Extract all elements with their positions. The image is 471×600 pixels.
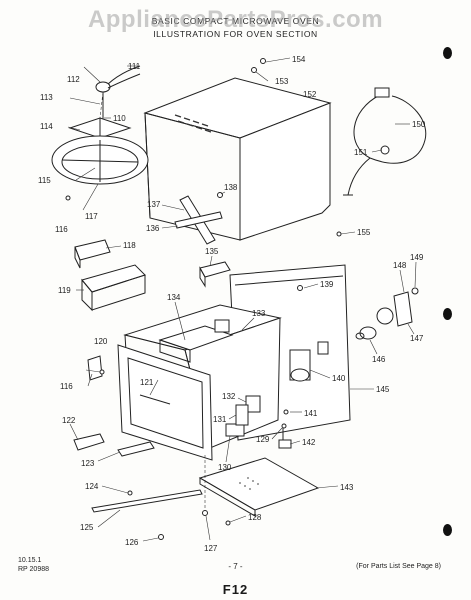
cord-strain-relief [380, 145, 390, 155]
binder-hole-top [443, 47, 452, 59]
binder-hole-bottom [443, 524, 452, 536]
document-code-line1: 10.15.1 [18, 557, 42, 564]
callout-140: 140 [332, 374, 346, 383]
diagram-subtitle: ILLUSTRATION FOR OVEN SECTION [153, 29, 318, 39]
hinge-bracket [73, 433, 105, 451]
binder-hole-middle [443, 308, 452, 320]
callout-145: 145 [376, 385, 390, 394]
page-number: - 7 - [228, 562, 243, 571]
callout-127: 127 [204, 544, 218, 553]
callout-139: 139 [320, 280, 334, 289]
callout-110: 110 [113, 114, 126, 123]
callout-129: 129 [256, 435, 270, 444]
magnetron-assembly [158, 319, 234, 363]
callout-130: 130 [218, 463, 232, 472]
power-cord [343, 87, 427, 196]
callout-118: 118 [123, 241, 136, 250]
callout-131: 131 [213, 415, 227, 424]
parts-list-note: (For Parts List See Page 8) [356, 563, 441, 570]
callout-147: 147 [410, 334, 424, 343]
callout-151: 151 [354, 148, 368, 157]
callout-119: 119 [58, 286, 71, 295]
callout-132: 132 [222, 392, 236, 401]
callout-120: 120 [94, 337, 108, 346]
high-voltage-component [289, 341, 329, 382]
insulation-block [199, 261, 231, 288]
callout-116-mid: 116 [60, 382, 73, 391]
leader-lines [67, 57, 417, 542]
latch-plate [87, 355, 103, 381]
stirrer-cover [51, 135, 149, 185]
callout-149: 149 [410, 253, 424, 262]
callout-125: 125 [80, 523, 94, 532]
callout-133: 133 [252, 309, 266, 318]
callout-114: 114 [40, 122, 53, 131]
callout-122: 122 [62, 416, 76, 425]
cord-clamp [376, 307, 394, 325]
callout-137: 137 [147, 200, 161, 209]
absorber-small [74, 239, 111, 269]
callout-128: 128 [248, 513, 262, 522]
callout-141: 141 [304, 409, 318, 418]
document-code-line2: RP 20988 [18, 566, 50, 573]
support-bracket [174, 195, 223, 245]
callout-152: 152 [303, 90, 317, 99]
callout-labels: 111 112 113 110 114 115 116 117 152 153 … [38, 55, 426, 553]
absorber-large [81, 264, 146, 312]
outer-cabinet [143, 77, 332, 241]
callout-138: 138 [224, 183, 238, 192]
callout-113: 113 [40, 93, 53, 102]
interlock-switch-lower [225, 423, 245, 437]
callout-142: 142 [302, 438, 316, 447]
diagram-title: BASIC COMPACT MICROWAVE OVEN [151, 16, 320, 26]
callout-117: 117 [85, 212, 98, 221]
callout-153: 153 [275, 77, 289, 86]
callout-121: 121 [140, 378, 154, 387]
interlock-switch-upper [245, 395, 261, 413]
callout-126: 126 [125, 538, 139, 547]
callout-155: 155 [357, 228, 371, 237]
door-assembly [117, 344, 213, 461]
callout-135: 135 [205, 247, 219, 256]
callout-111: 111 [128, 62, 141, 71]
hinge-rod [91, 489, 203, 513]
callout-115: 115 [38, 176, 51, 185]
switch-bracket [235, 404, 249, 426]
hinge-plate [117, 441, 155, 457]
callout-124: 124 [85, 482, 99, 491]
small-screws [65, 58, 342, 540]
callout-146: 146 [372, 355, 386, 364]
callout-112: 112 [67, 75, 80, 84]
watermark: AppliancePartsPros.com [87, 6, 384, 33]
callout-143: 143 [340, 483, 354, 492]
callout-116-top: 116 [55, 225, 68, 234]
section-code: F12 [222, 582, 249, 597]
callout-148: 148 [393, 261, 407, 270]
callout-134: 134 [167, 293, 181, 302]
callout-150: 150 [412, 120, 426, 129]
stirrer-fan-blade [68, 117, 132, 139]
callout-136: 136 [146, 224, 160, 233]
callout-154: 154 [292, 55, 306, 64]
callout-123: 123 [81, 459, 95, 468]
mounting-screw [411, 287, 419, 295]
fuse-holder [355, 326, 377, 340]
terminal-block [393, 291, 413, 327]
